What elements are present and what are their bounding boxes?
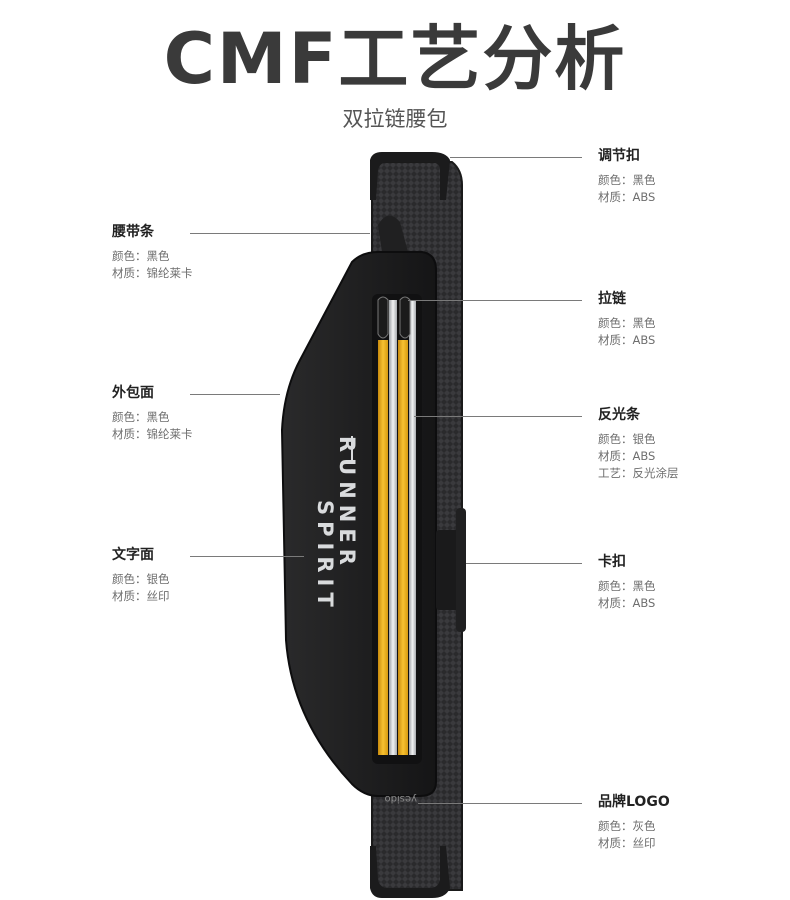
label-adjuster: 调节扣 颜色：黑色 材质：ABS [598,146,656,206]
strap-leader [190,233,370,234]
adjuster-leader [450,157,582,158]
adjuster-buckle-bottom [370,846,450,898]
zipper-leader [408,300,582,301]
label-zipper-color: 颜色：黑色 [598,316,656,330]
label-logo: 品牌LOGO 颜色：灰色 材质：丝印 [598,792,670,852]
logo-leader [418,803,582,804]
text-face-leader [190,556,304,557]
label-strap-color: 颜色：黑色 [112,249,170,263]
brand-logo-text: yesido [384,793,417,804]
runner-text-group: RUNNER [335,436,359,571]
pull-tab [378,215,408,252]
label-buckle-material: 材质：ABS [598,596,656,610]
label-outer-name: 外包面 [112,385,154,401]
label-reflective-color: 颜色：银色 [598,432,656,446]
label-outer: 外包面 颜色：黑色 材质：锦纶莱卡 [112,383,193,443]
label-logo-name: 品牌LOGO [598,794,670,810]
label-buckle-name: 卡扣 [598,554,626,570]
page-title: CMF工艺分析 [163,18,627,100]
label-reflective: 反光条 颜色：银色 材质：ABS 工艺：反光涂层 [598,405,679,482]
label-reflective-process: 工艺：反光涂层 [598,466,679,480]
label-text-face-name: 文字面 [112,547,154,563]
spirit-text: SPIRIT [313,500,337,613]
label-buckle: 卡扣 颜色：黑色 材质：ABS [598,552,656,612]
spirit-text-group: SPIRIT [313,500,337,613]
label-adjuster-name: 调节扣 [598,148,640,164]
buckle-leader [466,563,582,564]
page-subtitle: 双拉链腰包 [342,107,448,131]
label-outer-material: 材质：锦纶莱卡 [112,427,193,441]
label-strap: 腰带条 颜色：黑色 材质：锦纶莱卡 [112,222,193,282]
label-strap-material: 材质：锦纶莱卡 [112,266,193,280]
label-zipper-name: 拉链 [598,291,626,307]
label-zipper-material: 材质：ABS [598,333,656,347]
label-adjuster-material: 材质：ABS [598,190,656,204]
side-buckle [436,508,466,632]
outer-leader [190,394,280,395]
adjuster-buckle-top [370,152,450,200]
label-text-face: 文字面 颜色：银色 材质：丝印 [112,545,170,605]
label-logo-color: 颜色：灰色 [598,819,656,833]
label-logo-material: 材质：丝印 [598,836,656,850]
runner-text: RUNNER [335,436,359,571]
reflective-leader [414,416,582,417]
label-buckle-color: 颜色：黑色 [598,579,656,593]
label-text-face-material: 材质：丝印 [112,589,170,603]
zipper-pulls [377,296,411,339]
label-outer-color: 颜色：黑色 [112,410,170,424]
brand-logo-group: yesido [384,793,417,804]
label-strap-name: 腰带条 [112,224,154,240]
reflective-strips [378,300,416,755]
label-reflective-name: 反光条 [598,407,640,423]
label-text-face-color: 颜色：银色 [112,572,170,586]
label-zipper: 拉链 颜色：黑色 材质：ABS [598,289,656,349]
label-adjuster-color: 颜色：黑色 [598,173,656,187]
label-reflective-material: 材质：ABS [598,449,656,463]
